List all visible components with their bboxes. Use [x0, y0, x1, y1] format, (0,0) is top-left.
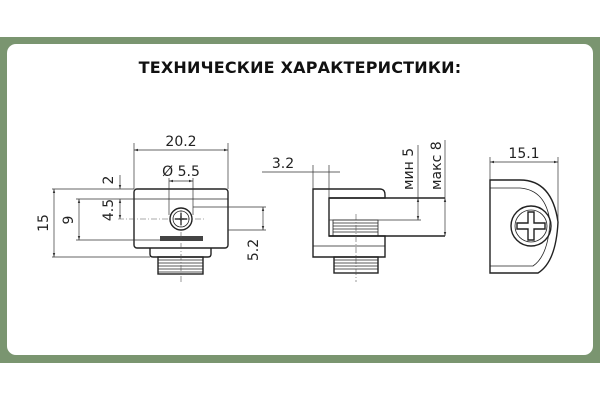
dim-inner-height: 9	[61, 216, 77, 225]
dim-height: 15	[36, 214, 52, 232]
dim-glass-max: макс 8	[429, 141, 445, 190]
dim-center-offset: 4.5	[101, 199, 117, 221]
dim-bottom-offset: 5.2	[246, 239, 262, 261]
dim-hole-diameter: Ø 5.5	[162, 164, 200, 180]
dim-depth: 15.1	[508, 146, 539, 162]
side-view: 3.2 мин 5 макс 8	[262, 140, 447, 282]
dim-top-offset: 2	[101, 176, 117, 185]
content-panel	[7, 44, 593, 355]
dim-wall: 3.2	[272, 156, 294, 172]
top-view: 15.1	[489, 146, 559, 274]
page-title: ТЕХНИЧЕСКИЕ ХАРАКТЕРИСТИКИ:	[138, 58, 462, 77]
front-view: 20.2 Ø 5.5 15 9 2 4.5 5.2	[36, 134, 266, 282]
dim-glass-min: мин 5	[401, 148, 417, 190]
dim-width: 20.2	[165, 134, 196, 150]
